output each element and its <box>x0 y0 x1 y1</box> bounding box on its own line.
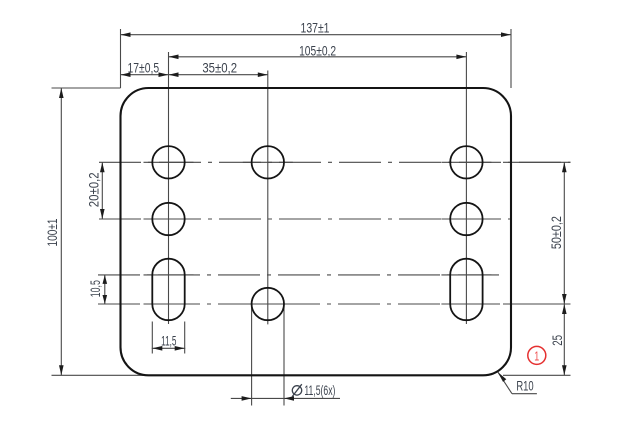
svg-text:137±1: 137±1 <box>301 20 330 35</box>
svg-text:1: 1 <box>534 348 539 363</box>
svg-text:35±0,2: 35±0,2 <box>202 60 237 75</box>
svg-text:25: 25 <box>550 335 565 346</box>
svg-text:10,5: 10,5 <box>88 280 103 297</box>
svg-text:11,5(6x): 11,5(6x) <box>304 383 335 398</box>
svg-text:105±0,2: 105±0,2 <box>299 43 336 58</box>
svg-text:20±0,2: 20±0,2 <box>86 172 101 207</box>
svg-text:50±0,2: 50±0,2 <box>549 216 564 249</box>
svg-text:100±1: 100±1 <box>45 219 60 247</box>
svg-text:R10: R10 <box>516 379 533 394</box>
svg-text:11,5: 11,5 <box>161 333 176 348</box>
svg-text:17±0,5: 17±0,5 <box>128 60 160 75</box>
